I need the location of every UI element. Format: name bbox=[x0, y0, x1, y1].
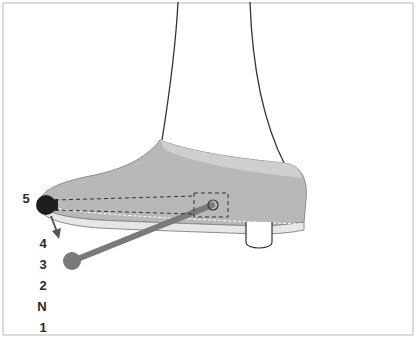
lever-arm-hidden bbox=[55, 196, 195, 214]
gear-number: 5 bbox=[22, 191, 29, 206]
pedal-tip-lower bbox=[63, 252, 81, 270]
leg-outline bbox=[250, 2, 285, 165]
motion-arrowhead bbox=[52, 228, 61, 239]
frame bbox=[3, 3, 413, 335]
lever-pivot-housing bbox=[194, 193, 228, 217]
motion-arrow bbox=[51, 216, 57, 232]
shoe-upper bbox=[40, 140, 306, 226]
footpeg bbox=[246, 222, 272, 248]
leg-outline bbox=[162, 2, 178, 140]
shoe-highlight bbox=[160, 140, 302, 178]
gear-number: 4 bbox=[39, 236, 46, 251]
gear-number: N bbox=[37, 299, 46, 314]
gear-number: 2 bbox=[39, 278, 46, 293]
gear-number: 3 bbox=[39, 257, 46, 272]
lever-pivot bbox=[208, 200, 218, 210]
gear-number: 1 bbox=[39, 320, 46, 335]
pedal-tip-upper bbox=[36, 195, 56, 215]
